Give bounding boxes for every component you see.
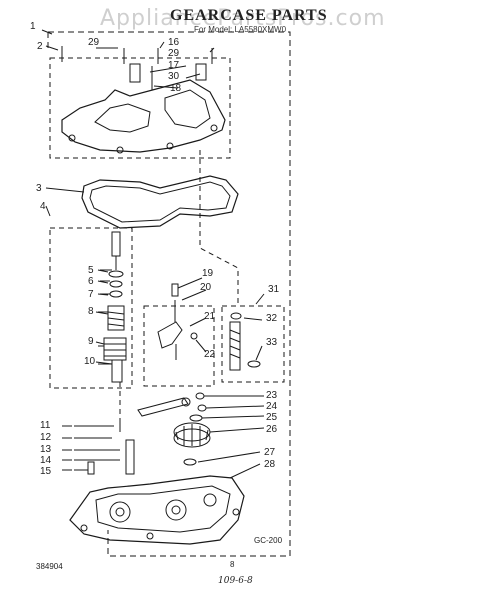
- callout-26: 26: [266, 424, 278, 435]
- drive-link: [137, 397, 189, 417]
- callout-29: 29: [88, 37, 100, 48]
- callout-3: 3: [36, 183, 42, 194]
- pin-19: [171, 283, 179, 297]
- callout-29b: 29: [168, 48, 180, 59]
- callout-28: 28: [264, 459, 276, 470]
- callout-21: 21: [204, 311, 216, 322]
- callout-4: 4: [40, 201, 46, 212]
- callout-10: 10: [84, 356, 96, 367]
- handwritten-note: 109-6-8: [218, 576, 253, 586]
- callout-6: 6: [88, 276, 94, 287]
- callout-8: 8: [88, 306, 94, 317]
- callout-17: 17: [168, 60, 180, 71]
- callout-14: 14: [40, 455, 52, 466]
- diagram-code: GC-200: [254, 536, 283, 545]
- callout-31: 31: [268, 284, 280, 295]
- gasket: [81, 175, 239, 229]
- callout-18: 18: [170, 83, 182, 94]
- callout-30: 30: [168, 71, 180, 82]
- model-subtitle: For Model: LA5580XMW0: [194, 25, 287, 34]
- callout-20: 20: [200, 282, 212, 293]
- callout-5: 5: [88, 265, 94, 276]
- callout-16: 16: [168, 37, 180, 48]
- callout-32: 32: [266, 313, 278, 324]
- callout-2: 2: [37, 41, 43, 52]
- shaft-assembly-box: [49, 227, 133, 389]
- callout-9: 9: [88, 336, 94, 347]
- callout-25: 25: [266, 412, 278, 423]
- shift-assembly-box: [143, 305, 215, 387]
- cover-assembly-box: [49, 57, 231, 159]
- callout-22: 22: [204, 349, 216, 360]
- bearing-30: [129, 63, 141, 83]
- shaft-10: [111, 359, 123, 383]
- callout-7: 7: [88, 289, 94, 300]
- part-document-number: 384904: [36, 562, 63, 571]
- shift-fork: [157, 321, 183, 349]
- assembly-frame: [48, 31, 291, 557]
- spring-shaft: [111, 231, 121, 257]
- worm-shaft: [229, 321, 241, 371]
- callout-33: 33: [266, 337, 278, 348]
- callout-11: 11: [40, 420, 51, 431]
- callout-13: 13: [40, 444, 52, 455]
- callout-23: 23: [266, 390, 278, 401]
- page-number: 8: [230, 560, 235, 569]
- watermark-text: AppliancePartsPros.com: [100, 6, 386, 31]
- diagram-title: GEARCASE PARTS: [170, 7, 328, 24]
- callout-19: 19: [202, 268, 214, 279]
- callout-27: 27: [264, 447, 276, 458]
- gearcase-base: [69, 475, 245, 545]
- gearcase-cover: [61, 79, 226, 153]
- callout-24: 24: [266, 401, 278, 412]
- bearing-30b: [195, 63, 207, 81]
- callout-1: 1: [30, 21, 36, 32]
- pinion-9: [103, 337, 127, 361]
- callout-15: 15: [40, 466, 52, 477]
- callout-12: 12: [40, 432, 52, 443]
- agitator-shaft-box: [221, 305, 285, 383]
